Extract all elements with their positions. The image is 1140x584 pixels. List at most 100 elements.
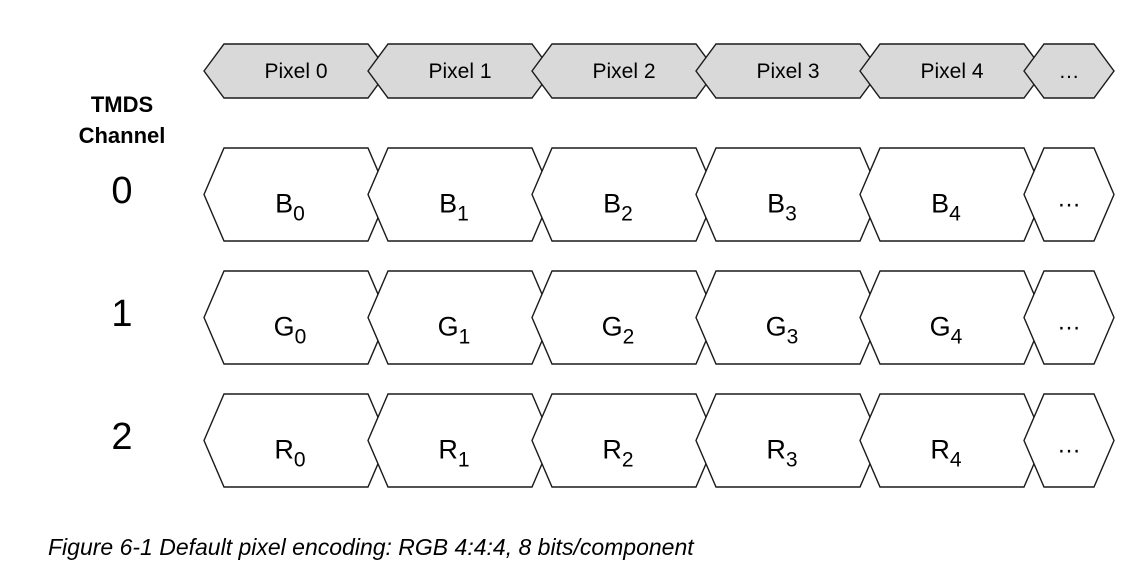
- pixel-header-1: Pixel 1: [367, 43, 553, 99]
- component-pixel-index: 2: [622, 449, 634, 472]
- component-letter: B: [439, 189, 457, 219]
- tmds-heading-line2: Channel: [78, 123, 166, 148]
- channel-cell-shape: [367, 393, 553, 488]
- component-label: R4: [930, 435, 962, 472]
- component-pixel-index: 4: [949, 203, 961, 226]
- component-letter: R: [766, 435, 786, 465]
- channel-cell: R3: [695, 393, 881, 488]
- component-pixel-index: 3: [787, 326, 799, 349]
- channel-ellipsis-cell: …: [1023, 147, 1115, 242]
- channel-cell-shape: [203, 147, 389, 242]
- pixel-header-0: Pixel 0: [203, 43, 389, 99]
- channel-cell-shape: [531, 147, 717, 242]
- component-letter: R: [930, 435, 950, 465]
- pixel-header-label: Pixel 3: [756, 60, 819, 83]
- component-letter: B: [603, 189, 621, 219]
- pixel-header-label: …: [1059, 60, 1080, 83]
- figure-caption: Figure 6-1 Default pixel encoding: RGB 4…: [48, 534, 694, 560]
- channel-cell-shape: [531, 270, 717, 365]
- component-letter: R: [438, 435, 458, 465]
- component-letter: G: [438, 312, 459, 342]
- component-pixel-index: 4: [951, 326, 963, 349]
- pixel-header-label: Pixel 2: [592, 60, 655, 83]
- ellipsis-label: …: [1057, 309, 1081, 336]
- channel-number-label: 1: [111, 293, 132, 335]
- component-pixel-index: 2: [623, 326, 635, 349]
- component-letter: B: [275, 189, 293, 219]
- component-label: G2: [602, 312, 635, 349]
- pixel-header-label: Pixel 0: [264, 60, 327, 83]
- channel-cell-shape: [695, 270, 881, 365]
- component-letter: B: [931, 189, 949, 219]
- component-letter: B: [767, 189, 785, 219]
- tmds-channel-heading: TMDS Channel: [62, 89, 182, 151]
- component-pixel-index: 0: [293, 203, 305, 226]
- channel-cell: R1: [367, 393, 553, 488]
- channel-cell-shape: [695, 393, 881, 488]
- component-label: G4: [930, 312, 963, 349]
- component-label: R0: [274, 435, 305, 472]
- channel-number-label: 0: [111, 170, 132, 212]
- component-pixel-index: 0: [295, 326, 307, 349]
- channel-cell: B0: [203, 147, 389, 242]
- component-label: B0: [275, 189, 305, 226]
- component-letter: G: [766, 312, 787, 342]
- channel-cell: B1: [367, 147, 553, 242]
- channel-cell-shape: [367, 270, 553, 365]
- component-letter: G: [274, 312, 295, 342]
- component-pixel-index: 1: [458, 449, 470, 472]
- channel-ellipsis-cell: …: [1023, 270, 1115, 365]
- channel-cell-shape: [367, 147, 553, 242]
- pixel-header-label: Pixel 4: [920, 60, 983, 83]
- component-pixel-index: 2: [621, 203, 633, 226]
- channel-cell: R4: [859, 393, 1045, 488]
- channel-ellipsis-shape: [1023, 270, 1115, 365]
- component-label: R3: [766, 435, 797, 472]
- channel-cell: G0: [203, 270, 389, 365]
- channel-cell: B4: [859, 147, 1045, 242]
- channel-cell: G4: [859, 270, 1045, 365]
- pixel-header-4: Pixel 4: [859, 43, 1045, 99]
- component-letter: G: [930, 312, 951, 342]
- component-pixel-index: 1: [457, 203, 469, 226]
- component-label: G1: [438, 312, 471, 349]
- component-label: B4: [931, 189, 961, 226]
- pixel-header-5: …: [1023, 43, 1115, 99]
- tmds-heading-line1: TMDS: [90, 92, 154, 117]
- channel-cell: G3: [695, 270, 881, 365]
- channel-cell-shape: [203, 270, 389, 365]
- channel-cell: R2: [531, 393, 717, 488]
- channel-cell-shape: [859, 147, 1045, 242]
- component-label: R1: [438, 435, 469, 472]
- channel-cell-shape: [859, 393, 1045, 488]
- pixel-header-2: Pixel 2: [531, 43, 717, 99]
- pixel-header-shape: [1023, 43, 1115, 99]
- component-pixel-index: 4: [950, 449, 962, 472]
- component-label: B2: [603, 189, 633, 226]
- component-pixel-index: 1: [459, 326, 471, 349]
- component-pixel-index: 3: [785, 203, 797, 226]
- component-letter: G: [602, 312, 623, 342]
- channel-cell-shape: [531, 393, 717, 488]
- component-label: G3: [766, 312, 799, 349]
- component-letter: R: [602, 435, 622, 465]
- component-pixel-index: 3: [786, 449, 798, 472]
- component-label: B3: [767, 189, 797, 226]
- channel-ellipsis-cell: …: [1023, 393, 1115, 488]
- channel-cell: B3: [695, 147, 881, 242]
- channel-cell: B2: [531, 147, 717, 242]
- pixel-header-row: Pixel 0 Pixel 1 Pixel 2 Pixel 3 Pixel 4 …: [203, 43, 1115, 99]
- ellipsis-label: …: [1057, 186, 1081, 213]
- pixel-header-3: Pixel 3: [695, 43, 881, 99]
- component-label: R2: [602, 435, 633, 472]
- channel-cell-shape: [203, 393, 389, 488]
- channel-cell: R0: [203, 393, 389, 488]
- channel-ellipsis-shape: [1023, 393, 1115, 488]
- component-label: G0: [274, 312, 307, 349]
- pixel-header-label: Pixel 1: [428, 60, 491, 83]
